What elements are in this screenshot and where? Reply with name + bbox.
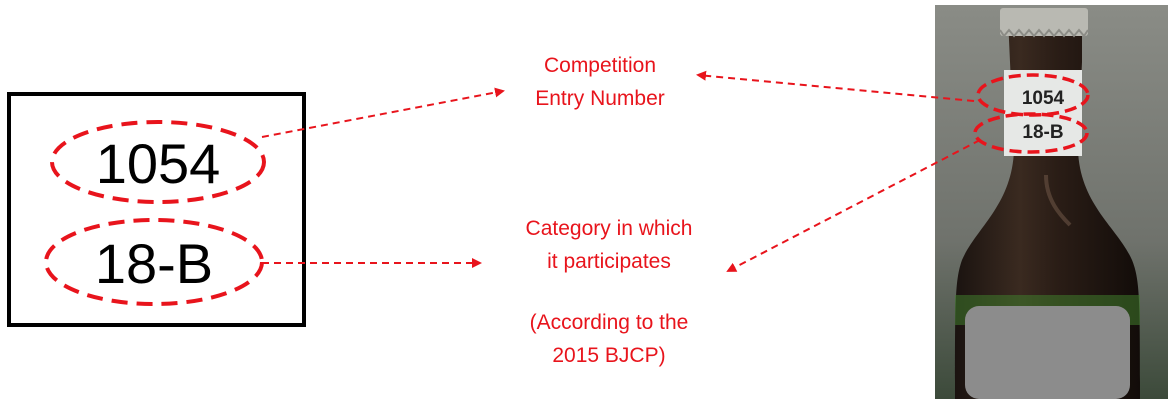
entry-annotation-line2: Entry Number [535, 87, 665, 110]
bottle-cap [1000, 8, 1088, 36]
entry-number-text: 1054 [96, 132, 221, 195]
arrow-entry-box [261, 87, 505, 138]
bottle-photo: 1054 18-B [935, 5, 1168, 399]
note-annotation-line2: 2015 BJCP) [552, 344, 665, 367]
label-box [7, 92, 306, 327]
category-text: 18-B [95, 232, 213, 295]
bottle-entry-number: 1054 [1022, 88, 1065, 109]
bottle-category-highlight [973, 112, 1089, 154]
note-annotation-line1: (According to the [530, 311, 689, 334]
category-annotation-line1: Category in which [526, 217, 693, 240]
bottle-category: 18-B [1022, 122, 1063, 143]
entry-annotation-line1: Competition [544, 54, 656, 77]
category-annotation-line2: it participates [547, 250, 671, 273]
redacted-label [965, 306, 1130, 399]
entry-number-highlight [50, 120, 266, 204]
arrow-entry-bottle [696, 70, 975, 102]
